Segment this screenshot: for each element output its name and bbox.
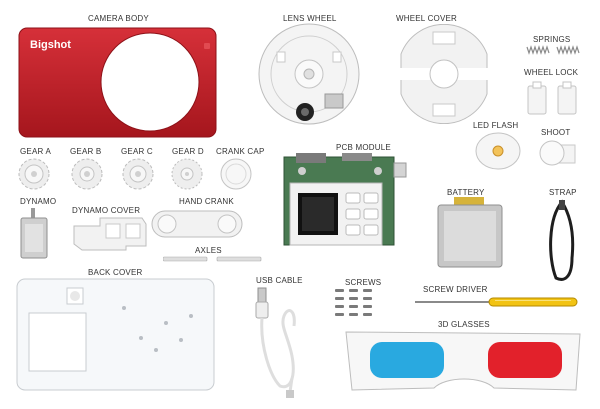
label-wheel-cover: WHEEL COVER bbox=[396, 14, 458, 23]
label-crank-cap: CRANK CAP bbox=[216, 147, 265, 156]
label-wheel-lock: WHEEL LOCK bbox=[524, 68, 579, 77]
3d-glasses bbox=[344, 328, 582, 396]
gear-d bbox=[170, 157, 204, 191]
strap bbox=[542, 198, 582, 284]
gear-a bbox=[17, 157, 51, 191]
label-3d-glasses: 3D GLASSES bbox=[438, 320, 490, 329]
axles bbox=[163, 256, 263, 262]
dynamo bbox=[19, 208, 49, 260]
label-strap: STRAP bbox=[549, 188, 577, 197]
label-screws: SCREWS bbox=[345, 278, 382, 287]
label-led-flash: LED FLASH bbox=[473, 121, 519, 130]
gear-b bbox=[70, 157, 104, 191]
gear-c bbox=[121, 157, 155, 191]
label-lens-wheel: LENS WHEEL bbox=[283, 14, 337, 23]
brand-logo: Bigshot bbox=[30, 39, 71, 51]
label-axles: AXLES bbox=[195, 246, 222, 255]
shoot-button bbox=[539, 139, 577, 167]
label-battery: BATTERY bbox=[447, 188, 485, 197]
screw-driver bbox=[415, 295, 579, 309]
usb-cable bbox=[250, 286, 306, 400]
label-gear-a: GEAR A bbox=[20, 147, 51, 156]
hand-crank bbox=[150, 207, 244, 241]
back-cover bbox=[16, 278, 216, 392]
label-pcb-module: PCB MODULE bbox=[336, 143, 391, 152]
wheel-lock bbox=[524, 80, 580, 116]
label-screw-driver: SCREW DRIVER bbox=[423, 285, 488, 294]
label-dynamo: DYNAMO bbox=[20, 197, 57, 206]
label-shoot: SHOOT bbox=[541, 128, 571, 137]
lens-wheel bbox=[257, 22, 361, 126]
label-hand-crank: HAND CRANK bbox=[179, 197, 234, 206]
label-usb-cable: USB CABLE bbox=[256, 276, 303, 285]
label-springs: SPRINGS bbox=[533, 35, 571, 44]
camera-body: Bigshot bbox=[18, 27, 218, 139]
crank-cap bbox=[219, 157, 253, 191]
label-gear-d: GEAR D bbox=[172, 147, 204, 156]
label-camera-body: CAMERA BODY bbox=[88, 14, 149, 23]
wheel-cover bbox=[393, 24, 495, 124]
label-back-cover: BACK COVER bbox=[88, 268, 143, 277]
dynamo-cover bbox=[72, 216, 148, 252]
springs bbox=[525, 45, 581, 55]
battery bbox=[434, 197, 506, 269]
pcb-module bbox=[282, 153, 408, 249]
label-dynamo-cover: DYNAMO COVER bbox=[72, 206, 141, 215]
label-gear-b: GEAR B bbox=[70, 147, 102, 156]
label-gear-c: GEAR C bbox=[121, 147, 153, 156]
screws bbox=[333, 287, 381, 323]
led-flash bbox=[474, 131, 522, 171]
